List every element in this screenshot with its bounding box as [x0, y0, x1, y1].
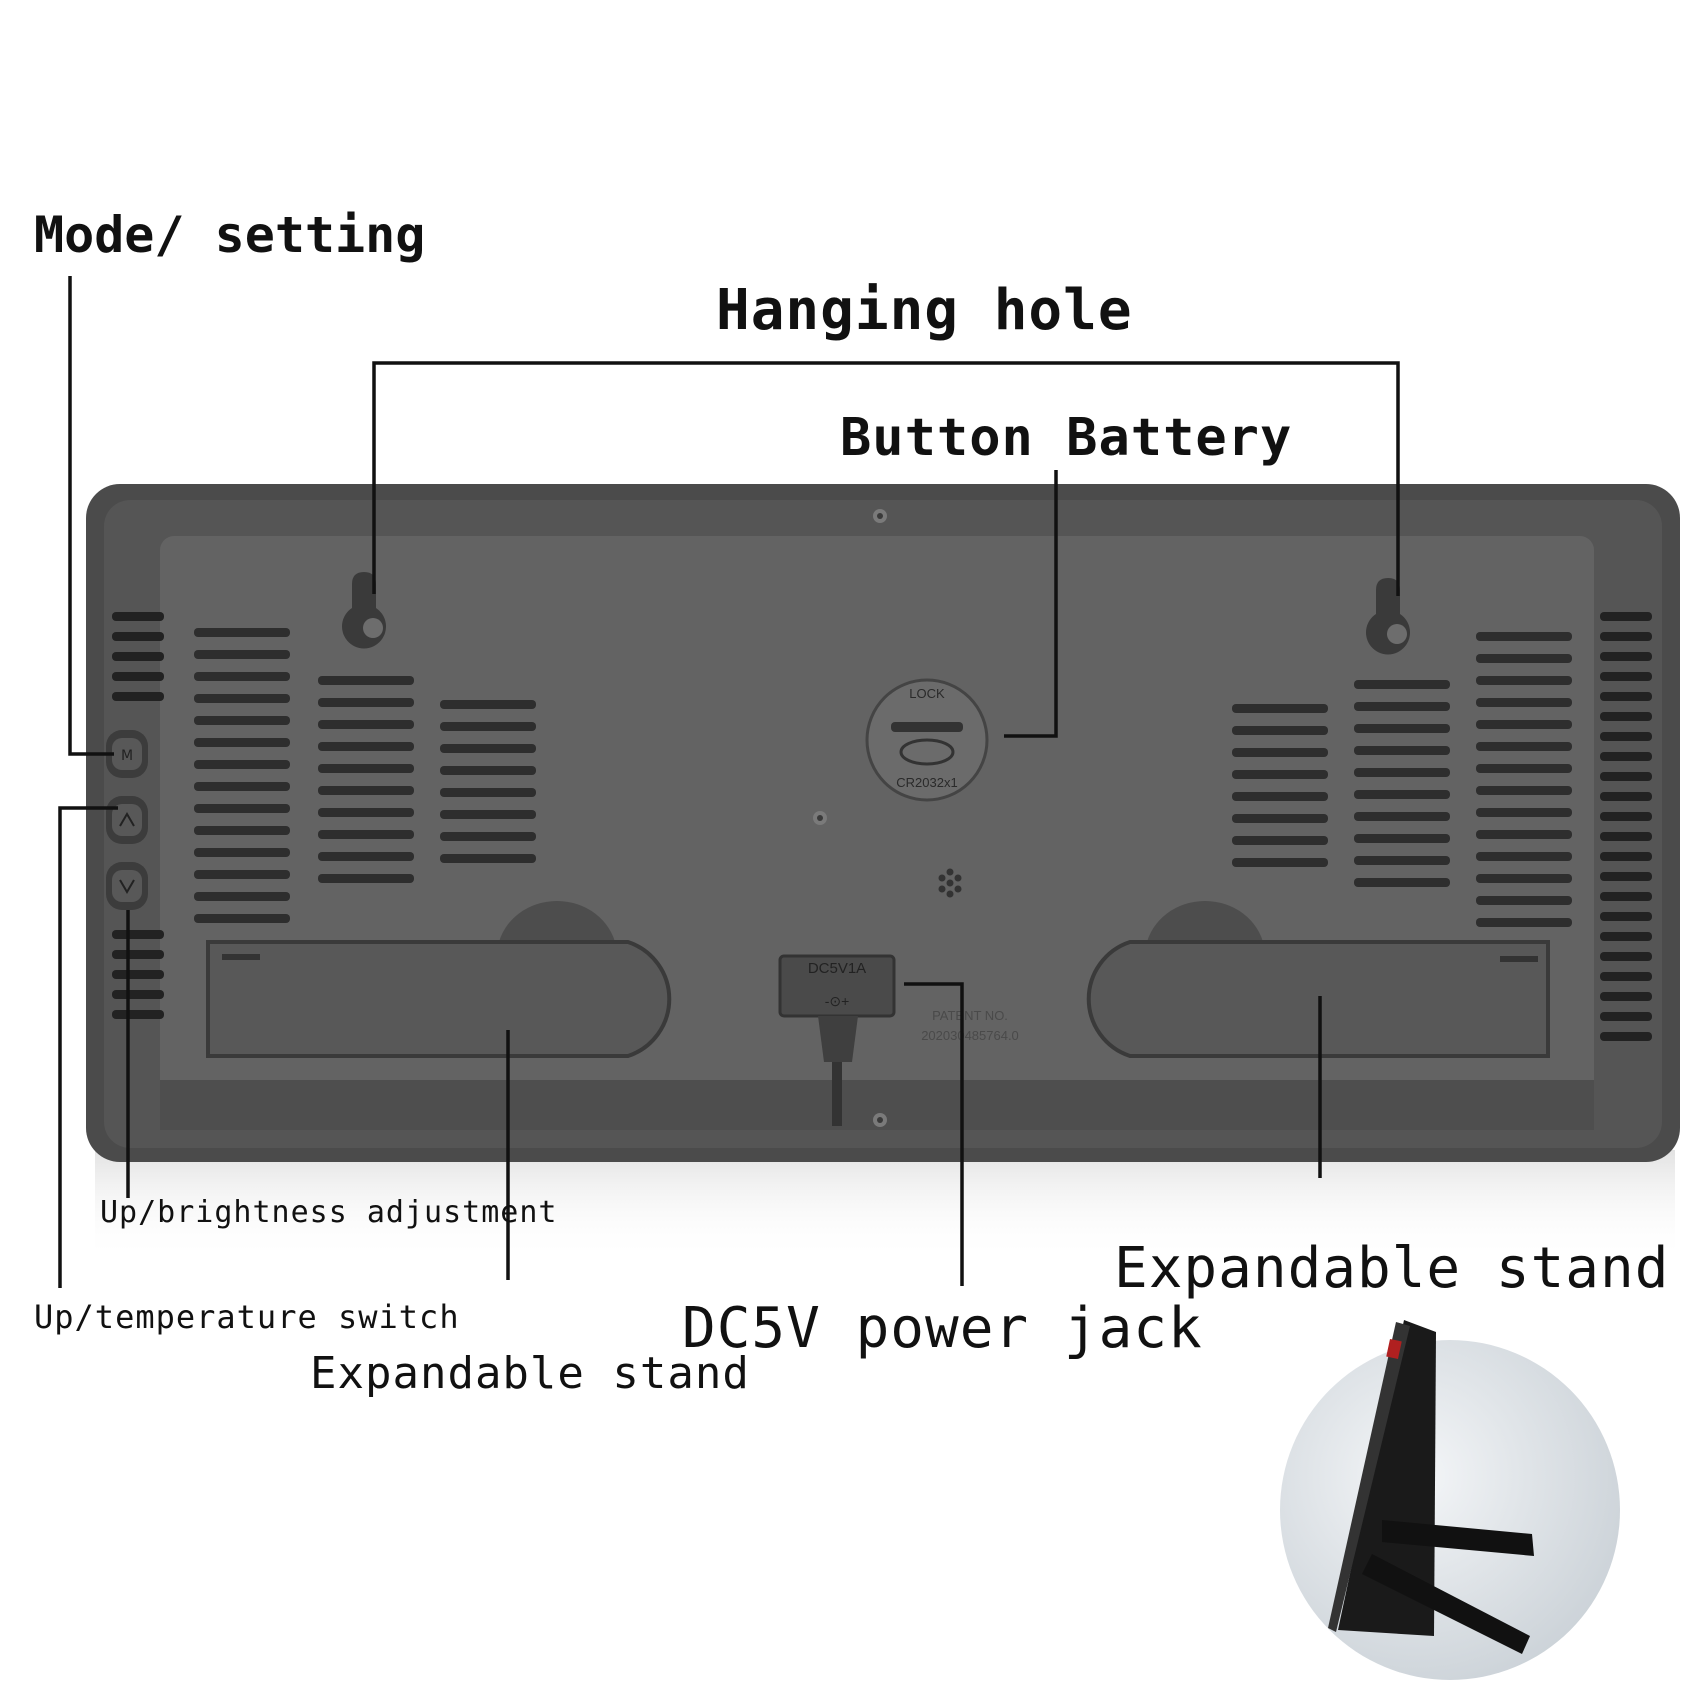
right-vent-grille: [1232, 632, 1572, 927]
patent-label: PATENT NO.: [932, 1008, 1008, 1023]
power-jack-label: DC5V power jack: [682, 1296, 1203, 1361]
patent-number: 202030485764.0: [921, 1028, 1019, 1043]
leader-power-jack: [904, 982, 964, 1286]
expandable-stand-left-label: Expandable stand: [310, 1348, 750, 1399]
leader-up-temperature: [58, 806, 118, 1288]
hanging-hole-label: Hanging hole: [716, 278, 1133, 343]
mode-button[interactable]: M: [112, 738, 142, 770]
svg-text:M: M: [121, 748, 133, 764]
left-stand: [206, 900, 672, 1058]
up-temperature-label: Up/temperature switch: [34, 1298, 460, 1336]
screw-icon: [813, 509, 887, 1127]
left-vent-grille: [194, 628, 536, 923]
polarity-text: -⊙+: [825, 993, 850, 1009]
leader-hanging-hole: [372, 361, 1400, 596]
battery-compartment: LOCK CR2032x1: [865, 678, 989, 802]
lock-text: LOCK: [909, 686, 945, 701]
leader-mode: [68, 276, 114, 756]
stand-side-view-inset: [1280, 1320, 1620, 1680]
up-brightness-label: Up/brightness adjustment: [100, 1195, 558, 1230]
down-button[interactable]: [112, 870, 142, 902]
speaker-icon: [938, 868, 962, 898]
battery-model-text: CR2032x1: [896, 775, 957, 790]
up-button[interactable]: [112, 804, 142, 836]
power-jack: DC5V1A -⊙+: [778, 954, 896, 1126]
button-battery-label: Button Battery: [840, 408, 1293, 468]
power-rating-text: DC5V1A: [808, 960, 866, 977]
expandable-stand-right-label: Expandable stand: [1114, 1236, 1670, 1301]
mode-setting-label: Mode/ setting: [34, 206, 426, 264]
leader-battery: [1004, 470, 1058, 738]
floor-reflection: [95, 1150, 1675, 1260]
side-edge-slots: [112, 612, 1652, 1041]
leader-lines: [58, 276, 1400, 1288]
